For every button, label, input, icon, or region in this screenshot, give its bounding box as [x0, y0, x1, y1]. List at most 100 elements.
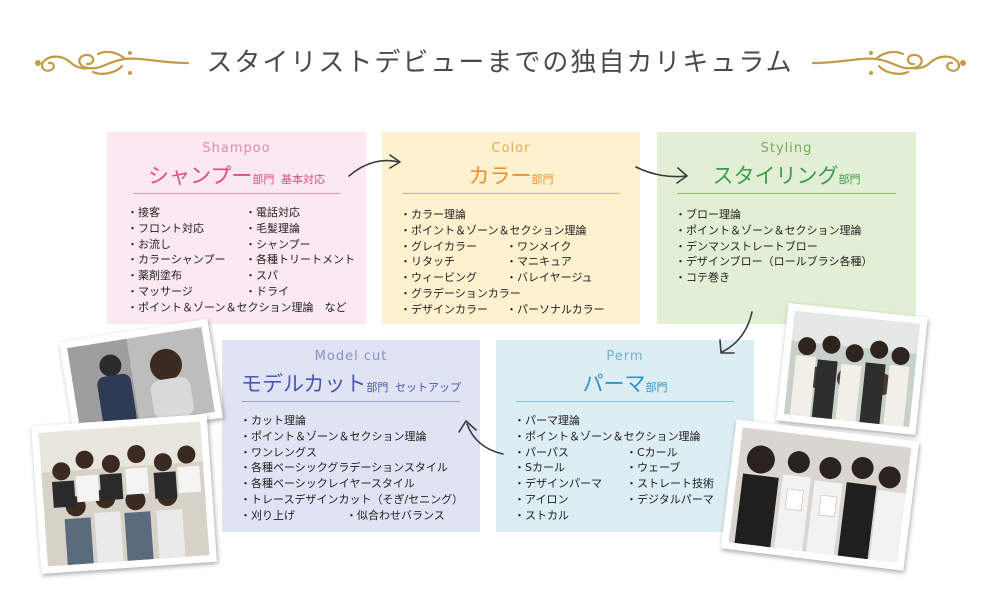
shampoo-en-label: Shampoo: [202, 141, 271, 156]
list-item: ・バレイヤージュ: [506, 271, 593, 285]
list-item: ・カラーシャンプー: [127, 253, 226, 267]
list-item: ・マニキュア: [506, 255, 572, 269]
model-divider: [242, 401, 460, 402]
color-divider: [402, 193, 620, 194]
color-name: カラー: [468, 164, 532, 188]
list-item: ・ポイント＆ゾーン＆セクション理論: [514, 429, 701, 443]
list-item: ・電話対応: [245, 206, 300, 219]
styling-dept: 部門: [838, 173, 861, 186]
list-item: ・毛髪理論: [245, 221, 300, 235]
shampoo-curriculum-list: ・接客 ・フロント対応 ・お流し ・カラーシャンプー ・薬剤塗布 ・マッサージ …: [127, 205, 357, 317]
color-en-label: Color: [491, 141, 531, 156]
list-item: ・アイロン: [514, 492, 569, 506]
flourish-right-ornament: [811, 50, 966, 75]
shampoo-divider: [133, 193, 340, 194]
shampoo-heading: シャンプー部門 基本対応: [107, 160, 366, 190]
list-item: ・ブロー理論: [675, 208, 741, 221]
group-photo-1-image: [38, 421, 210, 567]
list-item: ・デザインブロー（ロールブラシ各種）: [675, 255, 873, 269]
list-item: ・カット理論: [240, 414, 306, 427]
arrow-styling-to-perm-icon: [719, 311, 753, 354]
list-item: ・デザインパーマ: [514, 477, 602, 491]
list-item: ・デザインカラー: [400, 302, 488, 316]
list-item: ・Sカール: [514, 461, 565, 475]
list-item: ・刈り上げ: [240, 508, 295, 522]
list-item: ・マッサージ: [127, 284, 193, 298]
list-item: ・ウィービング: [400, 271, 477, 285]
list-item: ・ポイント＆ゾーン＆セクション理論: [400, 223, 587, 237]
perm-card: Perm パーマ部門 ・パーマ理論 ・ポイント＆ゾーン＆セクション理論 ・パーパ…: [496, 340, 754, 532]
training-photo-2: [31, 414, 217, 574]
list-item: ・ストカル: [514, 508, 569, 522]
arrow-color-to-styling-icon: [635, 166, 688, 184]
color-heading: カラー部門: [382, 160, 640, 190]
perm-curriculum-list: ・パーマ理論 ・ポイント＆ゾーン＆セクション理論 ・パーパス ・Sカール ・デザ…: [514, 413, 748, 527]
list-item: ・デジタルパーマ: [626, 492, 714, 506]
training-photo-4: [720, 419, 920, 571]
list-item: ・ポイント＆ゾーン＆セクション理論: [675, 223, 862, 237]
model-en-label: Model cut: [314, 349, 388, 364]
list-item: ・スパ: [245, 269, 278, 283]
perm-divider: [516, 401, 734, 402]
page-header: スタイリストデビューまでの独自カリキュラム: [0, 40, 997, 84]
color-curriculum-list: ・カラー理論 ・ポイント＆ゾーン＆セクション理論 ・グレイカラー ・リタッチ ・…: [400, 207, 632, 319]
list-item: ・ストレート技術: [626, 477, 714, 491]
list-item: ・Cカール: [626, 445, 678, 459]
page-title: スタイリストデビューまでの独自カリキュラム: [206, 48, 794, 78]
list-item: ・各種ベーシックグラデーションスタイル: [240, 461, 448, 475]
list-item: ・各種トリートメント: [245, 253, 355, 267]
instructor-styling-photo-image: [67, 326, 215, 434]
arrow-shampoo-to-color-icon: [348, 154, 401, 177]
list-item: ・接客: [127, 206, 160, 219]
shampoo-note: 基本対応: [281, 173, 326, 186]
model-heading: モデルカット部門 セットアップ: [222, 368, 480, 398]
styling-curriculum-list: ・ブロー理論 ・ポイント＆ゾーン＆セクション理論 ・デンマンストレートブロー ・…: [675, 207, 909, 297]
perm-heading: パーマ部門: [496, 368, 754, 398]
color-card: Color カラー部門 ・カラー理論 ・ポイント＆ゾーン＆セクション理論 ・グレ…: [382, 132, 640, 324]
flourish-left-ornament: [35, 50, 190, 75]
list-item: ・シャンプー: [245, 237, 311, 251]
list-item: ・パーソナルカラー: [506, 302, 605, 316]
list-item: ・ポイント＆ゾーン＆セクション理論 など: [127, 300, 347, 314]
list-item: ・ポイント＆ゾーン＆セクション理論: [240, 429, 427, 443]
arrow-perm-to-model-icon: [458, 420, 504, 455]
list-item: ・カラー理論: [400, 208, 466, 221]
shampoo-dept: 部門: [252, 173, 275, 186]
list-item: ・お流し: [127, 237, 171, 251]
group-photo-2-image: [783, 310, 921, 428]
list-item: ・リタッチ: [400, 255, 455, 269]
list-item: ・似合わせバランス: [346, 508, 445, 522]
training-photo-3: [776, 303, 928, 435]
list-item: ・ウェーブ: [626, 461, 681, 475]
list-item: ・フロント対応: [127, 221, 204, 235]
list-item: ・各種ベーシックレイヤースタイル: [240, 477, 415, 491]
model-note: セットアップ: [395, 381, 462, 394]
list-item: ・グラデーションカラー: [400, 286, 521, 300]
shampoo-name: シャンプー: [147, 164, 253, 188]
perm-name: パーマ: [582, 372, 646, 396]
model-name: モデルカット: [240, 372, 367, 396]
list-item: ・ワンレングス: [240, 445, 317, 459]
model-cut-card: Model cut モデルカット部門 セットアップ ・カット理論 ・ポイント＆ゾ…: [222, 340, 480, 532]
model-curriculum-list: ・カット理論 ・ポイント＆ゾーン＆セクション理論 ・ワンレングス ・各種ベーシッ…: [240, 413, 476, 527]
styling-en-label: Styling: [760, 141, 813, 156]
list-item: ・薬剤塗布: [127, 269, 182, 283]
perm-en-label: Perm: [606, 349, 644, 364]
model-dept: 部門: [366, 381, 389, 394]
styling-divider: [677, 193, 896, 194]
list-item: ・デンマンストレートブロー: [675, 239, 818, 253]
color-dept: 部門: [531, 173, 554, 186]
list-item: ・ドライ: [245, 284, 289, 298]
training-photo-1: [59, 318, 223, 442]
list-item: ・ワンメイク: [506, 239, 572, 253]
styling-name: スタイリング: [712, 164, 839, 188]
styling-heading: スタイリング部門: [657, 160, 916, 190]
list-item: ・パーパス: [514, 445, 569, 459]
list-item: ・グレイカラー: [400, 239, 477, 253]
perm-dept: 部門: [645, 381, 668, 394]
shampoo-card: Shampoo シャンプー部門 基本対応 ・接客 ・フロント対応 ・お流し ・カ…: [107, 132, 366, 324]
list-item: ・コテ巻き: [675, 271, 730, 285]
styling-card: Styling スタイリング部門 ・ブロー理論 ・ポイント＆ゾーン＆セクション理…: [657, 132, 916, 324]
list-item: ・パーマ理論: [514, 414, 580, 427]
group-photo-3-image: [728, 427, 912, 563]
